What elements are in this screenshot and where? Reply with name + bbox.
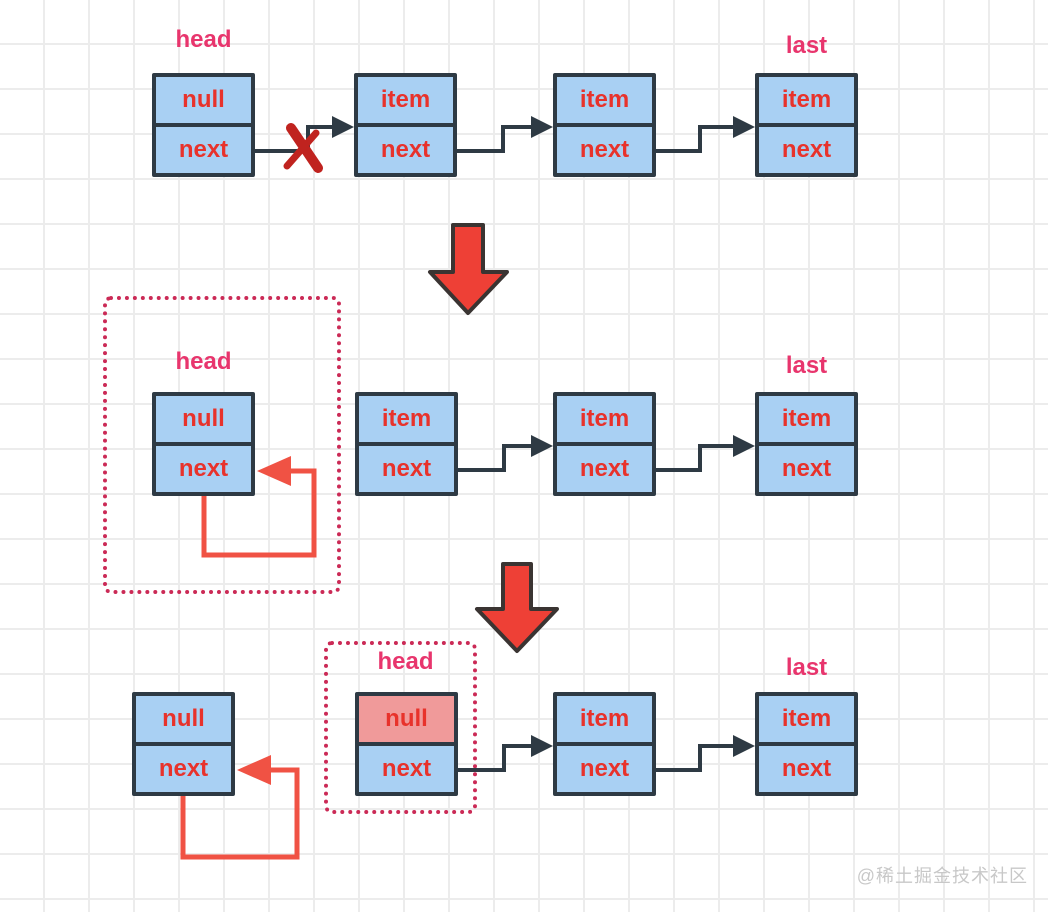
node-value-cell: item bbox=[579, 705, 630, 732]
node-value-cell: item bbox=[781, 86, 832, 113]
node-pointer-cell: next bbox=[358, 123, 453, 173]
node-pointer-cell: next bbox=[156, 442, 251, 492]
removed-head-highlight-box bbox=[103, 296, 341, 594]
node-value-cell: null bbox=[182, 86, 225, 113]
step2-last-node: item next bbox=[755, 392, 858, 496]
step2-last-label: last bbox=[785, 352, 828, 379]
node-value-cell: null bbox=[162, 705, 205, 732]
step3-head-label: head bbox=[377, 648, 434, 675]
self-loop-arrow bbox=[180, 755, 300, 860]
step1-head-label: head bbox=[175, 26, 232, 53]
node-pointer-cell: next bbox=[359, 742, 454, 792]
node-pointer-cell: next bbox=[359, 442, 454, 492]
node-value-cell-highlighted: null bbox=[359, 696, 454, 742]
step2-head-label: head bbox=[175, 348, 232, 375]
node-value-cell: item bbox=[381, 405, 432, 432]
node-pointer-cell: next bbox=[136, 742, 231, 792]
node-value-cell: item bbox=[781, 705, 832, 732]
step1-item-node-2: item next bbox=[553, 73, 656, 177]
watermark: @稀土掘金技术社区 bbox=[856, 866, 1028, 886]
step1-head-node: null next bbox=[152, 73, 255, 177]
link-arrow bbox=[656, 735, 755, 772]
node-pointer-cell: next bbox=[759, 442, 854, 492]
node-value-cell: item bbox=[781, 405, 832, 432]
step2-item-node-1: item next bbox=[355, 392, 458, 496]
step1-item-node-1: item next bbox=[354, 73, 457, 177]
link-arrow bbox=[656, 435, 755, 472]
step3-last-node: item next bbox=[755, 692, 858, 796]
step2-head-node: null next bbox=[152, 392, 255, 496]
link-arrow bbox=[458, 435, 553, 472]
step3-detached-node: null next bbox=[132, 692, 235, 796]
step3-last-label: last bbox=[785, 654, 828, 681]
x-mark-icon bbox=[283, 123, 323, 173]
node-value-cell: item bbox=[579, 86, 630, 113]
node-pointer-cell: next bbox=[759, 742, 854, 792]
step3-new-head-node: null next bbox=[355, 692, 458, 796]
node-value-cell: item bbox=[579, 405, 630, 432]
node-value-cell: null bbox=[182, 405, 225, 432]
link-arrow bbox=[457, 116, 553, 153]
node-pointer-cell: next bbox=[557, 442, 652, 492]
step1-last-label: last bbox=[785, 32, 828, 59]
step2-item-node-2: item next bbox=[553, 392, 656, 496]
node-pointer-cell: next bbox=[156, 123, 251, 173]
node-value-cell: item bbox=[380, 86, 431, 113]
big-down-arrow-2 bbox=[475, 562, 559, 653]
step3-item-node: item next bbox=[553, 692, 656, 796]
node-pointer-cell: next bbox=[557, 742, 652, 792]
node-pointer-cell: next bbox=[557, 123, 652, 173]
node-pointer-cell: next bbox=[759, 123, 854, 173]
new-head-highlight-box bbox=[324, 641, 477, 814]
link-arrow bbox=[458, 735, 553, 772]
step1-last-node: item next bbox=[755, 73, 858, 177]
self-loop-arrow bbox=[201, 456, 317, 558]
link-arrow bbox=[656, 116, 755, 153]
big-down-arrow-1 bbox=[428, 223, 509, 315]
